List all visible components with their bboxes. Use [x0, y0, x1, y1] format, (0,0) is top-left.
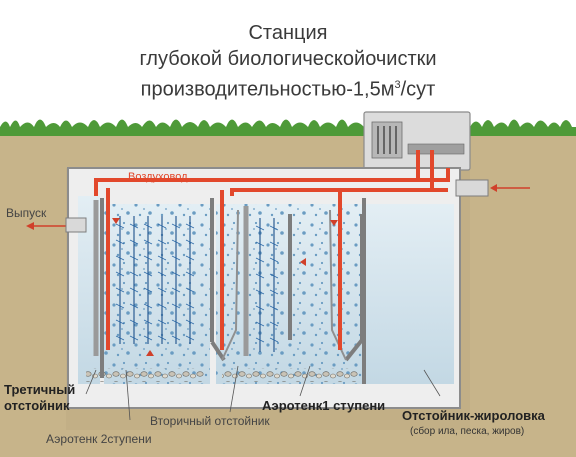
airlift-pipes	[93, 200, 249, 356]
control-unit	[363, 111, 471, 171]
leader-lines	[85, 365, 441, 421]
outlet-arrow	[26, 217, 87, 233]
grass	[0, 119, 576, 136]
title-line-3: производительностью-1,5м3/сут	[0, 74, 576, 101]
label-grease-trap: Отстойник-жироловка	[402, 408, 545, 423]
label-tertiary-line2: отстойник	[4, 398, 70, 413]
flow-arrows	[112, 218, 338, 356]
label-outlet: Выпуск	[6, 206, 47, 220]
bio-media	[119, 216, 275, 352]
gravel-bed	[86, 368, 358, 382]
label-aerotank-2: Аэротенк 2ступени	[46, 432, 152, 446]
title-line-3-main: производительностью-1,5м	[140, 78, 395, 101]
label-tertiary-settler: Третичный отстойник	[4, 382, 75, 414]
title-line-2: глубокой биологическойочистки	[139, 48, 437, 70]
label-air-duct: Воздуховод	[128, 171, 188, 183]
label-secondary-settler: Вторичный отстойник	[150, 414, 270, 428]
title-line-3-tail: /сут	[400, 78, 436, 101]
label-grease-trap-note: (сбор ила, песка, жиров)	[410, 426, 525, 437]
partitions	[100, 198, 366, 384]
air-duct	[94, 150, 450, 350]
title-line-1: Станция	[248, 22, 328, 44]
label-tertiary-line1: Третичный	[4, 382, 76, 397]
label-aerotank-1: Аэротенк1 ступени	[262, 398, 386, 413]
bio-media-fibers	[115, 223, 279, 343]
title-unit-exponent: 3	[394, 79, 401, 91]
inlet-pipe	[455, 179, 530, 197]
